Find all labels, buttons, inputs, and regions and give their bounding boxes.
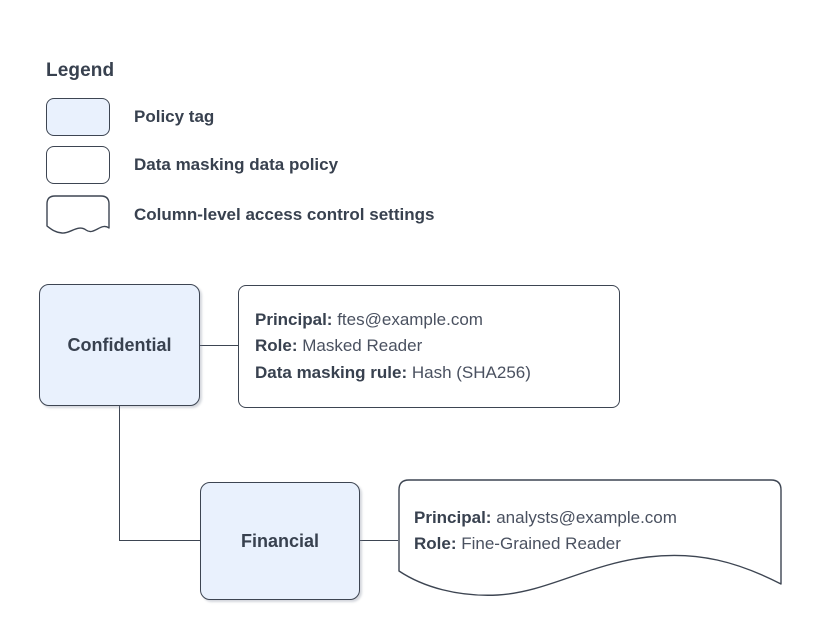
node-confidential[interactable]: Confidential [39,284,200,406]
edge-confidential-to-financial-horizontal [119,540,200,542]
legend-title: Legend [46,60,115,81]
detail-line: Data masking rule: Hash (SHA256) [255,360,603,386]
detail-value: analysts@example.com [496,508,677,527]
settings-detail-box-financial: Principal: analysts@example.com Role: Fi… [398,479,782,597]
detail-line: Principal: ftes@example.com [255,307,603,333]
detail-key: Principal: [255,309,333,329]
document-shape-icon [398,479,782,596]
policy-detail-box-confidential: Principal: ftes@example.com Role: Masked… [238,285,620,408]
legend-swatch-policy-tag-icon [46,98,110,136]
detail-value: Fine-Grained Reader [461,534,621,554]
legend-item-label: Data masking data policy [134,155,339,174]
node-label: Confidential [67,334,172,355]
settings-detail-text: Principal: analysts@example.com Role: Fi… [414,505,766,558]
detail-line: Role: Masked Reader [255,333,603,359]
detail-line: Principal: analysts@example.com [414,505,766,531]
detail-value: Hash (SHA256) [411,362,531,382]
edge-confidential-to-financial-vertical [119,406,121,541]
edge-confidential-to-policy [200,345,238,347]
legend-item-label: Column-level access control settings [134,205,435,224]
detail-value: Masked Reader [302,336,423,356]
detail-key: Data masking rule: [255,362,408,382]
detail-value: ftes@example.com [337,309,483,329]
legend-item-label: Policy tag [134,107,215,126]
detail-key: Role: [414,534,457,554]
node-financial[interactable]: Financial [200,482,360,600]
detail-key: Principal: [414,508,492,527]
node-label: Financial [240,530,320,551]
legend-swatch-data-policy-icon [46,146,110,184]
detail-line: Role: Fine-Grained Reader [414,531,766,557]
detail-key: Role: [255,336,298,356]
edge-financial-to-settings [360,540,398,542]
legend-swatch-document-icon [46,195,110,235]
